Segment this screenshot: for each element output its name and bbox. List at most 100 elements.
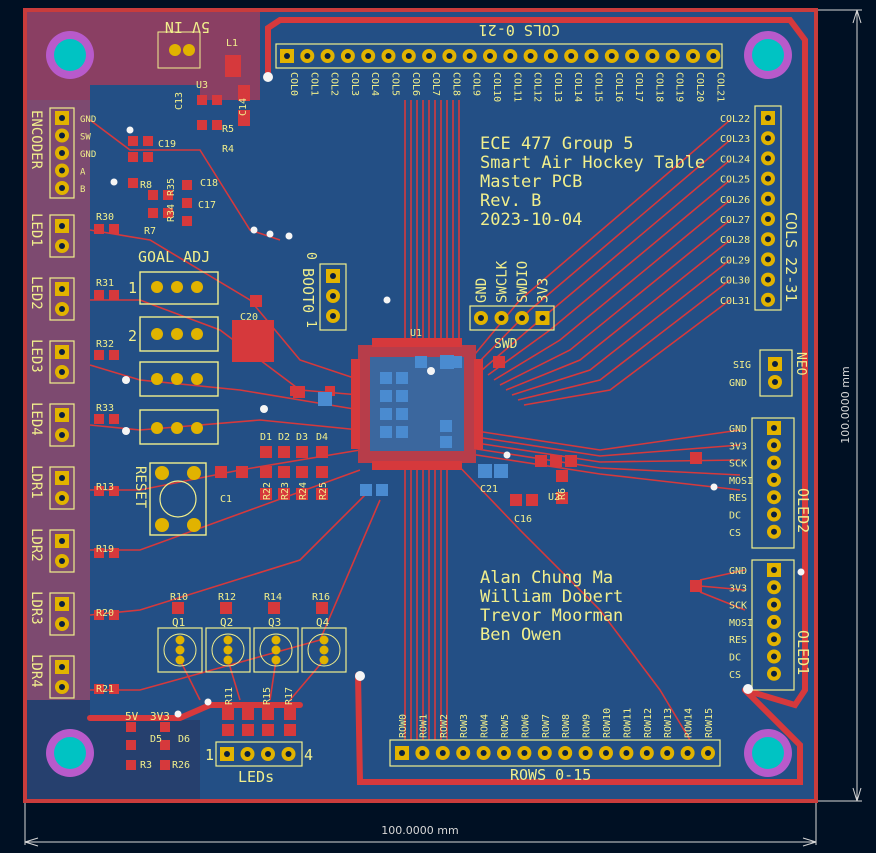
silk-label: COL28 (720, 235, 750, 246)
silk-label: BOOT0 (299, 268, 317, 313)
connector-label: LDR3 (28, 591, 44, 625)
transistor-pad (175, 635, 185, 645)
pin-drill (765, 155, 771, 162)
silk-label: R15 (262, 687, 273, 705)
silk-label: R26 (172, 760, 190, 771)
connector-label: LED3 (28, 339, 44, 373)
pin-drill (480, 750, 487, 756)
pin-drill (59, 558, 65, 564)
author: Alan Chung Ma (480, 568, 613, 588)
pin-drill (771, 459, 777, 466)
pin-drill (771, 425, 777, 431)
mounting-holes (46, 31, 792, 777)
silk-label: GND (729, 378, 747, 389)
silk-label: R13 (96, 482, 114, 493)
silk-label: ROW6 (520, 714, 531, 738)
transistor-pad (271, 655, 281, 665)
silk-label: ROW13 (663, 708, 674, 738)
silk-label: GND (80, 115, 96, 125)
pin-drill (765, 296, 771, 303)
silk-label: GND (729, 566, 747, 577)
header-cols-22-31: COL22COL23COL24COL25COL26COL27COL28COL29… (720, 105, 800, 311)
pin-drill (765, 175, 771, 182)
silk-label: R17 (284, 687, 295, 705)
silk-label: 4 (304, 746, 313, 764)
pin-drill (771, 653, 777, 660)
pin-drill (59, 185, 65, 191)
silk-label: R30 (96, 212, 114, 223)
pin-drill (59, 664, 65, 670)
silk-label: R24 (298, 482, 309, 500)
silk-label: Q2 (220, 616, 233, 629)
connector-outline (49, 340, 75, 384)
pin-drill (765, 195, 771, 202)
silk-label: C21 (480, 484, 498, 495)
silk-label: OLED2 (794, 488, 812, 533)
pin-drill (59, 243, 65, 249)
pin-drill (59, 432, 65, 438)
power-jack (157, 31, 201, 69)
dimension-width-label: 100.0000 mm (381, 824, 458, 837)
pin-drill (59, 132, 65, 139)
silk-label: R34 (166, 204, 177, 222)
silk-label: ROW9 (582, 714, 593, 738)
blue-smd-pads (318, 355, 508, 496)
silk-label: ROWS 0-15 (510, 766, 591, 784)
silk-label: C19 (158, 139, 176, 150)
transistor-body (163, 633, 197, 667)
pin-drill (244, 751, 251, 757)
silk-label: R16 (312, 592, 330, 603)
potentiometer-pads (151, 281, 203, 434)
silk-label: R8 (140, 180, 152, 191)
silk-label: 1 (303, 320, 318, 328)
pin-drill (419, 750, 426, 756)
silk-label: SIG (733, 360, 751, 371)
pin-drill (771, 494, 777, 501)
silk-label: ROW1 (418, 714, 429, 738)
silk-label: ROW14 (684, 708, 695, 738)
silk-label: CS (729, 670, 741, 681)
pin-drill (519, 315, 525, 321)
silk-label: COL18 (653, 72, 664, 102)
silk-label: ROW12 (643, 708, 654, 738)
pin-drill (547, 53, 554, 59)
silk-label: COL10 (491, 72, 502, 102)
silk-label: D6 (178, 734, 190, 745)
pin-drill (478, 315, 484, 321)
silk-label: GND (80, 150, 96, 160)
transistor-body (307, 633, 341, 667)
silk-label: OLED1 (794, 630, 812, 675)
silk-label: SCK (729, 459, 747, 470)
silk-label: COL23 (720, 134, 750, 145)
vias (110, 72, 805, 718)
silk-label: DC (729, 511, 741, 522)
silk-label: R3 (140, 760, 152, 771)
pin-drill (59, 412, 65, 418)
goal-adj-label: GOAL ADJ (138, 248, 210, 266)
silk-label: R11 (224, 687, 235, 705)
pin-drill (765, 135, 771, 142)
transistor-pad (175, 655, 185, 665)
pin-drill (330, 273, 336, 279)
transistor-pad (271, 635, 281, 645)
pin-drill (771, 567, 777, 573)
dimension-width (24, 803, 817, 847)
silk-label: COL2 (329, 72, 340, 96)
pin-drill (772, 361, 778, 367)
silk-label: 1 (205, 746, 214, 764)
pin-drill (59, 495, 65, 501)
pin-drill (527, 53, 534, 59)
pin-drill (265, 751, 271, 757)
silk-label: LEDs (238, 768, 274, 786)
silk-label: ROW2 (439, 714, 450, 738)
silk-label: D2 (278, 432, 290, 443)
silk-label: COL30 (720, 276, 750, 287)
silk-label: COL19 (674, 72, 685, 102)
pin-drill (385, 53, 392, 59)
silk-label: DC (729, 653, 741, 664)
v3v3-label: 3V3 (150, 710, 170, 723)
silk-label: COL29 (720, 255, 750, 266)
board-info: ECE 477 Group 5 Smart Air Hockey Table M… (480, 134, 705, 230)
